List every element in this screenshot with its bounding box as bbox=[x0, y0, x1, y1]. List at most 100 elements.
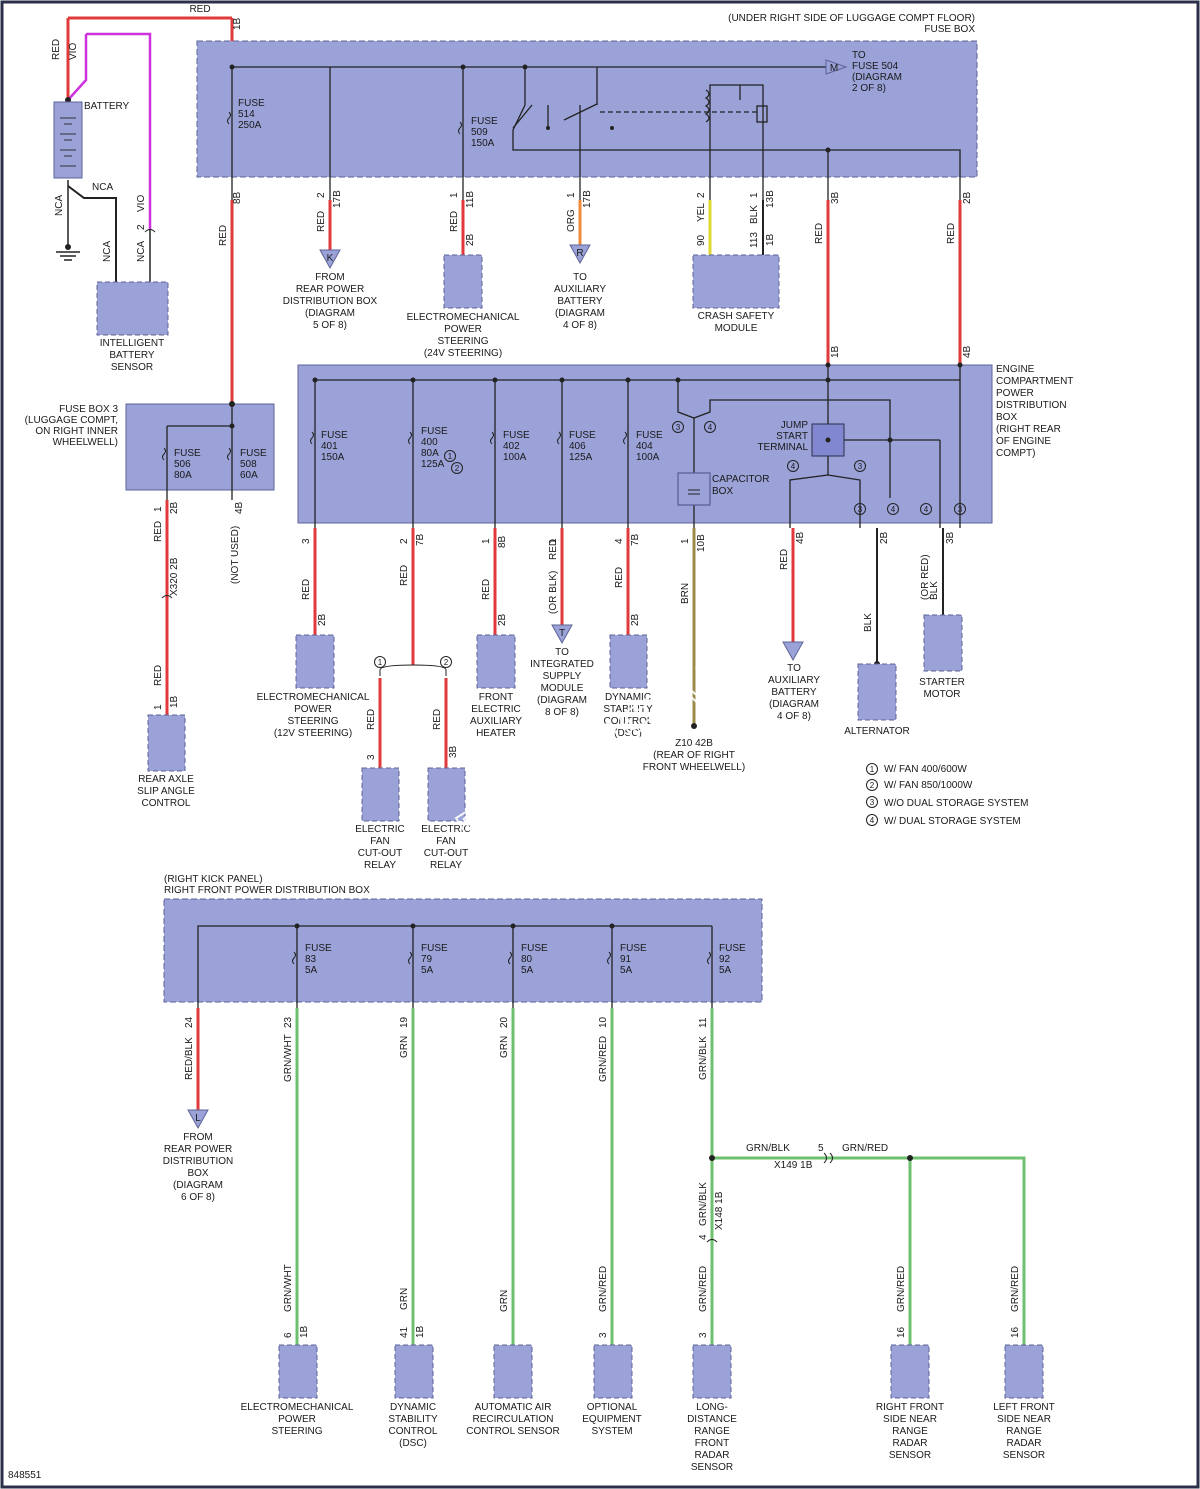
wire-label-nca-ground: NCA bbox=[54, 195, 65, 216]
pin-8b: 8B bbox=[232, 191, 243, 204]
pin-2b-402: 2B bbox=[497, 613, 508, 626]
svg-text:3: 3 bbox=[858, 505, 863, 514]
fan-option-markers: 1 2 bbox=[374, 656, 452, 668]
wire-label-grn-blk: GRN/BLK bbox=[698, 1036, 709, 1080]
fuse-91-symbol bbox=[607, 951, 611, 965]
eps-24v-module bbox=[443, 254, 483, 309]
pin-4b-epdb: 4B bbox=[962, 345, 973, 358]
svg-text:1: 1 bbox=[448, 452, 453, 461]
pin-5-x149: 5 bbox=[818, 1143, 824, 1154]
image-id: 848551 bbox=[8, 1470, 42, 1481]
wire-label-yel: YEL bbox=[696, 203, 707, 222]
junction bbox=[410, 923, 416, 929]
pin-23: 23 bbox=[283, 1016, 294, 1028]
junction bbox=[492, 377, 498, 383]
pin-2b-fb3: 2B bbox=[169, 501, 180, 514]
svg-text:4: 4 bbox=[791, 462, 796, 471]
junction bbox=[312, 377, 318, 383]
pin-1-fb3: 1 bbox=[153, 506, 164, 512]
wire-label-red-top: RED bbox=[189, 4, 210, 15]
junction bbox=[625, 377, 631, 383]
front-aux-heater bbox=[476, 634, 516, 689]
wire-label-red-aux: RED bbox=[779, 549, 790, 570]
pin-4b-aux: 4B bbox=[795, 531, 806, 544]
wire-label-red-406: RED bbox=[548, 539, 559, 560]
to-ism-arrow bbox=[551, 624, 573, 645]
pin-2-400: 2 bbox=[399, 538, 410, 544]
svg-text:3: 3 bbox=[858, 462, 863, 471]
junction bbox=[887, 437, 893, 443]
pin-3b-relay2: 3B bbox=[448, 745, 459, 758]
pin-10b: 10B bbox=[696, 534, 707, 552]
pin-3b-red: 3B bbox=[830, 191, 841, 204]
fuse-508-symbol bbox=[227, 447, 231, 461]
ref-letter-m: M bbox=[830, 63, 838, 74]
connector-x320-label: X320 2B bbox=[169, 557, 180, 596]
wire-label-grn-wht-b: GRN/WHT bbox=[283, 1264, 294, 1312]
wire-label-grn-blk-x148: GRN/BLK bbox=[698, 1182, 709, 1226]
fuse-box-3 bbox=[125, 403, 275, 491]
fan-cutout-relay-1 bbox=[361, 767, 400, 822]
junction bbox=[957, 362, 963, 368]
right-front-radar bbox=[890, 1344, 930, 1399]
wire-label-grn-wht: GRN/WHT bbox=[283, 1034, 294, 1082]
pin-1-406: 1 bbox=[548, 538, 559, 544]
fuse-401-symbol bbox=[310, 431, 314, 445]
engine-pdb-wiring bbox=[314, 365, 961, 528]
long-distance-radar bbox=[692, 1344, 732, 1399]
junction bbox=[675, 377, 681, 383]
wire-grn-rfr bbox=[712, 1156, 912, 1345]
pin-2b-alt: 2B bbox=[879, 531, 890, 544]
left-front-radar bbox=[1004, 1344, 1044, 1399]
pin-1b-eps: 1B bbox=[299, 1325, 310, 1338]
eps-12v-module bbox=[295, 634, 335, 689]
pin-4-404: 4 bbox=[614, 538, 625, 544]
wire-label-grn-dsc-b: GRN bbox=[399, 1288, 410, 1310]
pin-2b-red: 2B bbox=[962, 191, 973, 204]
pin-8b-402: 8B bbox=[497, 535, 508, 548]
wire-label-grn-red-opt-b: GRN/RED bbox=[598, 1266, 609, 1312]
junction bbox=[825, 362, 831, 368]
fuse-514-symbol bbox=[227, 111, 231, 125]
svg-text:1: 1 bbox=[378, 658, 383, 667]
junction bbox=[294, 923, 300, 929]
junction bbox=[229, 401, 235, 407]
pin-90: 90 bbox=[696, 234, 707, 246]
fuse-box-3-wiring bbox=[166, 404, 233, 500]
svg-text:3: 3 bbox=[958, 505, 963, 514]
legend-item-1: W/ FAN 400/600W bbox=[884, 764, 967, 775]
junction bbox=[825, 377, 831, 383]
wire-label-or-blk: (OR BLK) bbox=[548, 571, 559, 614]
wire-label-red-8b: RED bbox=[218, 225, 229, 246]
pin-1-17b-org: 1 bbox=[566, 192, 577, 198]
junction bbox=[609, 923, 615, 929]
pin-17b-org: 17B bbox=[582, 190, 593, 208]
wire-label-red-fb3: RED bbox=[153, 521, 164, 542]
junction bbox=[229, 64, 235, 70]
junction bbox=[510, 923, 516, 929]
pin-10: 10 bbox=[598, 1016, 609, 1028]
wire-label-grn-dsc: GRN bbox=[399, 1036, 410, 1058]
svg-text:4: 4 bbox=[708, 423, 713, 432]
